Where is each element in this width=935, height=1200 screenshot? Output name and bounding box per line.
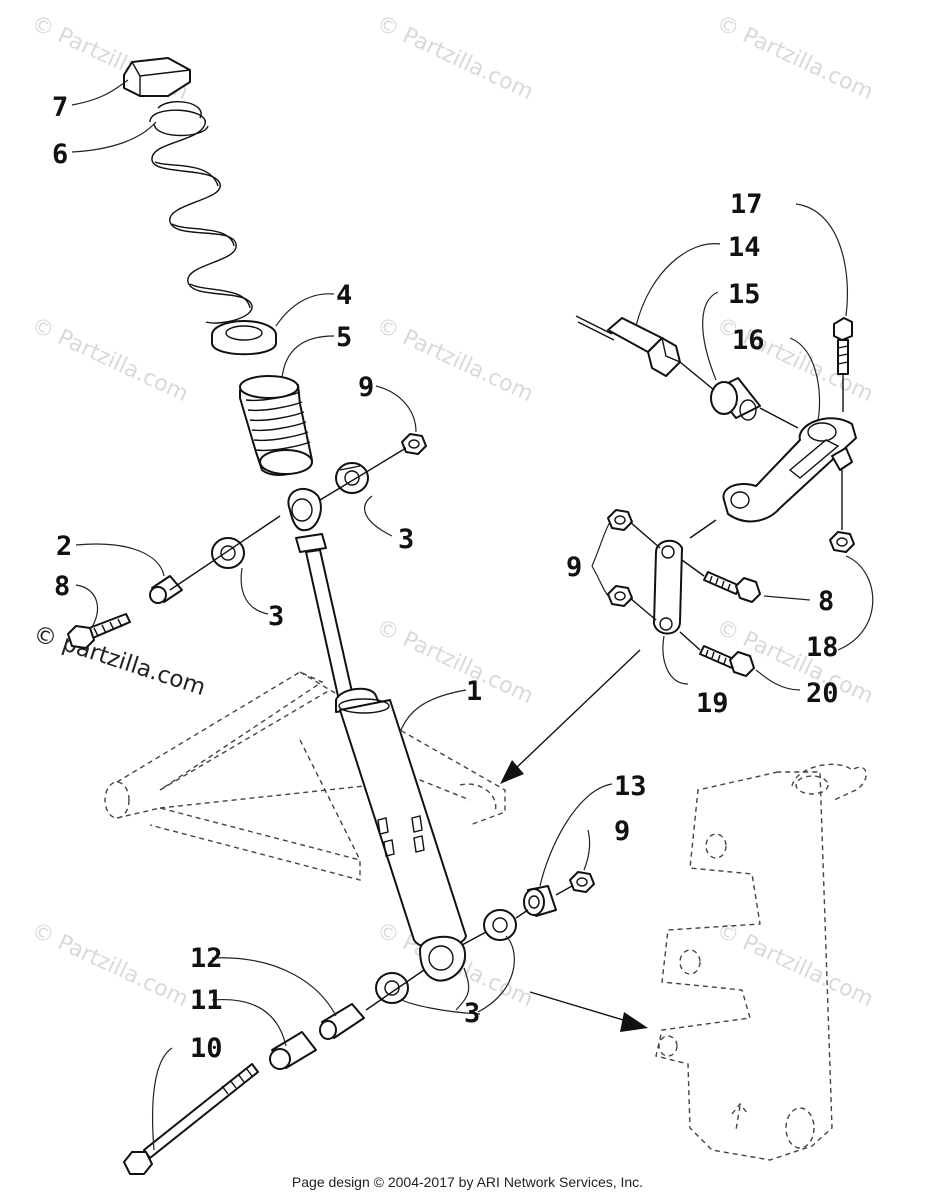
watermark-symbol: ©: [712, 11, 743, 43]
callout-15: 15: [728, 279, 761, 310]
callout-5: 5: [336, 322, 352, 353]
watermark-symbol: ©: [27, 918, 58, 950]
watermark-symbol: ©: [712, 615, 743, 647]
arrow-to-spindle: [529, 991, 648, 1032]
upper-nut-9: [401, 433, 427, 455]
callout-labels: 7 6 4 5 9 3 2 8 3 1 13 9 12 11 10 3 17 1…: [52, 92, 839, 1064]
link-bolt-20: [699, 645, 755, 677]
callout-8-right: 8: [818, 586, 834, 617]
svg-text:© Partzilla.com: © Partzilla.com: [712, 918, 876, 1012]
spring-collar: [211, 320, 277, 356]
lower-nut-9: [569, 871, 595, 893]
arrow-to-a-arm: [500, 649, 641, 784]
watermark-symbol: ©: [27, 11, 58, 43]
callout-3-upper-left: 3: [268, 601, 284, 632]
upper-bolt-8: [67, 613, 131, 649]
coil-spring: [149, 101, 253, 324]
upper-sleeve-2: [149, 575, 183, 604]
tie-link-19: [653, 539, 683, 635]
watermark-symbol: ©: [372, 313, 403, 345]
leader-lines: [71, 79, 874, 1151]
lower-bushing-left: [375, 972, 409, 1004]
callout-10: 10: [190, 1033, 223, 1064]
callout-18: 18: [806, 632, 839, 663]
callout-17: 17: [730, 189, 763, 220]
watermark-symbol: ©: [372, 11, 403, 43]
watermark-symbol: ©: [372, 918, 403, 950]
callout-3-upper-right: 3: [398, 524, 414, 555]
callout-3-lower: 3: [464, 998, 480, 1029]
lower-bushing-right: [483, 909, 517, 941]
steering-nut-18: [829, 531, 855, 553]
steering-bushing-15: [710, 377, 761, 421]
svg-text:© Partzilla.com: © Partzilla.com: [712, 11, 876, 105]
watermark-text: Partzilla.com: [54, 930, 192, 1012]
callout-14: 14: [728, 232, 761, 263]
callout-2: 2: [56, 531, 72, 562]
callout-9-link: 9: [566, 552, 582, 583]
callout-9-upper: 9: [358, 372, 374, 403]
watermark-symbol: ©: [27, 313, 58, 345]
svg-text:© Partzilla.com: © Partzilla.com: [372, 615, 536, 709]
lower-spacer-13: [523, 885, 557, 917]
upper-bushing-left: [211, 537, 245, 569]
spring-retainer: [123, 57, 191, 97]
watermark-text: Partzilla.com: [54, 325, 192, 407]
callout-1: 1: [466, 676, 482, 707]
page-footer: Page design © 2004-2017 by ARI Network S…: [291, 1174, 644, 1190]
watermark-text: Partzilla.com: [739, 930, 877, 1012]
callout-12: 12: [190, 943, 223, 974]
lower-sleeve-12: [319, 1003, 365, 1040]
lower-bolt-10: [123, 1063, 259, 1175]
watermark-text: Partzilla.com: [399, 325, 537, 407]
lower-sleeve-11: [269, 1031, 317, 1070]
steering-cable-14: [575, 315, 681, 377]
a-arm-outline: [104, 671, 506, 881]
upper-bushing-right: [335, 462, 369, 494]
corner-watermark-symbol: ©: [30, 621, 60, 653]
svg-text:© Partzilla.com: © Partzilla.com: [27, 313, 191, 407]
callout-16: 16: [732, 325, 765, 356]
bump-stop-boot: [239, 375, 313, 476]
link-bolt-8: [703, 571, 761, 603]
watermark-symbol: ©: [372, 615, 403, 647]
svg-text:© Partzilla.com: © Partzilla.com: [372, 313, 536, 407]
callout-13: 13: [614, 771, 647, 802]
callout-7: 7: [52, 92, 68, 123]
steering-arm-16: [722, 417, 857, 523]
callout-6: 6: [52, 139, 68, 170]
spindle-outline: [655, 763, 867, 1161]
steering-bolt-17: [833, 317, 853, 375]
link-nut-9-upper: [607, 509, 633, 531]
callout-9-lower: 9: [614, 816, 630, 847]
svg-text:© Partzilla.com: © Partzilla.com: [372, 11, 536, 105]
callout-20: 20: [806, 678, 839, 709]
callout-19: 19: [696, 688, 729, 719]
svg-text:© partzilla.com: © partzilla.com: [30, 621, 209, 701]
callout-8-left: 8: [54, 571, 70, 602]
link-nut-9-lower: [607, 585, 633, 607]
callout-4: 4: [336, 280, 352, 311]
watermark-symbol: ©: [712, 918, 743, 950]
watermark-text: Partzilla.com: [739, 23, 877, 105]
callout-11: 11: [190, 985, 223, 1016]
svg-text:© Partzilla.com: © Partzilla.com: [27, 918, 191, 1012]
shock-absorber: [287, 487, 467, 982]
watermark-text: Partzilla.com: [399, 23, 537, 105]
